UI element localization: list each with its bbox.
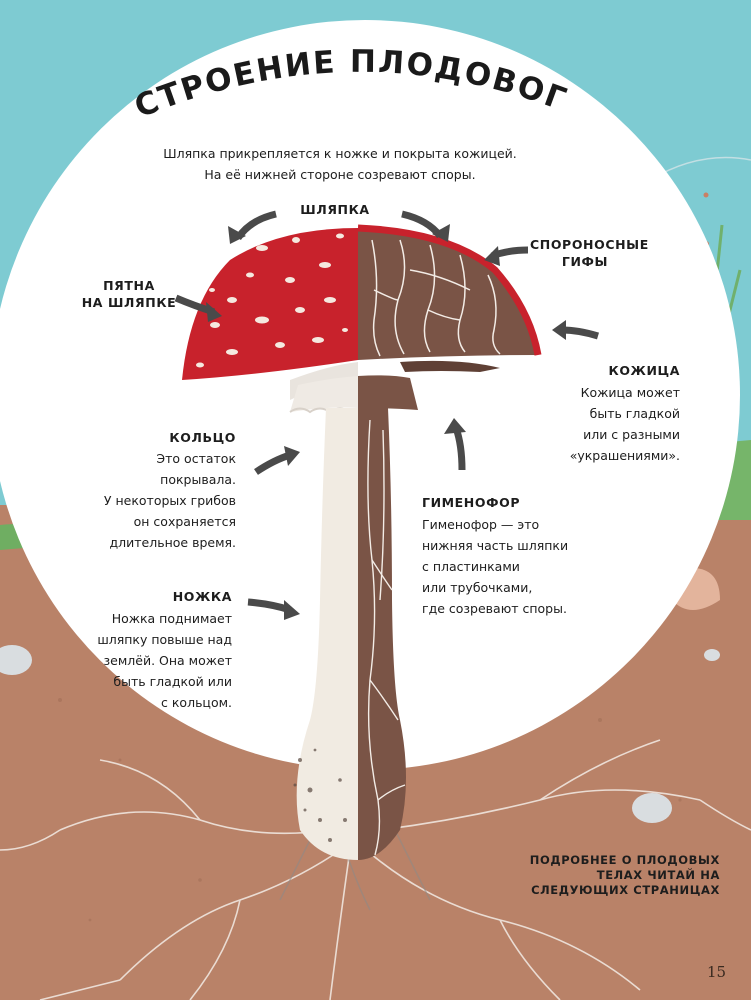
label-cap: Шляпка: [300, 202, 370, 217]
note-line: Подробнее о плодовых: [529, 853, 720, 867]
label-skin-title: Кожица: [608, 363, 680, 378]
label-hymenophore-line: с пластинками: [422, 559, 520, 574]
page-title: СТРОЕНИЕ ПЛОДОВОГО ТЕЛА: [0, 0, 572, 125]
label-ring-title: Кольцо: [169, 430, 236, 445]
further-reading-note: Подробнее о плодовых телах читай на след…: [480, 853, 720, 898]
label-ring-line: Это остаток: [156, 451, 236, 466]
page-number: 15: [707, 963, 727, 981]
label-stem-line: шляпку повыше над: [97, 632, 232, 647]
arrow-spots-icon: [174, 294, 222, 322]
label-hyphae: Спороносные гифы: [530, 236, 649, 270]
note-line: следующих страницах: [531, 883, 720, 897]
label-spots: Пятна на шляпке: [74, 277, 184, 311]
label-stem-line: землёй. Она может: [103, 653, 232, 668]
label-hymenophore-line: нижняя часть шляпки: [422, 538, 569, 553]
note-line: телах читай на: [596, 868, 720, 882]
arrow-ring-icon: [254, 446, 300, 475]
arrow-stem-icon: [247, 598, 300, 620]
label-stem: Ножка Ножка поднимает шляпку повыше над …: [94, 588, 232, 713]
label-stem-line: с кольцом.: [161, 695, 232, 710]
label-skin-line: «украшениями».: [569, 448, 680, 463]
ring-right: [358, 375, 418, 410]
volva: [293, 748, 347, 842]
arrow-hyphae-icon: [484, 246, 529, 266]
label-hymenophore-line: Гименофор — это: [422, 517, 540, 532]
label-hyphae-line: гифы: [561, 254, 609, 269]
label-hymenophore: Гименофор Гименофор — это нижняя часть ш…: [422, 494, 592, 619]
label-ring-line: он сохраняется: [133, 514, 236, 529]
label-skin-line: Кожица может: [580, 385, 680, 400]
label-skin: Кожица Кожица может быть гладкой или с р…: [540, 362, 680, 466]
intro-text: Шляпка прикрепляется к ножке и покрыта к…: [150, 143, 530, 185]
label-hymenophore-line: или трубочками,: [422, 580, 533, 595]
pebble: [704, 649, 720, 661]
svg-text:СТРОЕНИЕ ПЛОДОВОГО ТЕЛА: СТРОЕНИЕ ПЛОДОВОГО ТЕЛА: [0, 0, 572, 125]
label-ring-line: У некоторых грибов: [103, 493, 236, 508]
page-title-text: СТРОЕНИЕ ПЛОДОВОГО ТЕЛА: [0, 0, 570, 125]
hyphae-lines: [371, 239, 501, 357]
label-spots-line: на шляпке: [81, 295, 177, 310]
intro-line: На её нижней стороне созревают споры.: [204, 167, 476, 182]
label-stem-title: Ножка: [172, 589, 232, 604]
label-stem-line: быть гладкой или: [113, 674, 232, 689]
arrows: [174, 210, 600, 620]
intro-line: Шляпка прикрепляется к ножке и покрыта к…: [163, 146, 517, 161]
label-hymenophore-line: где созревают споры.: [422, 601, 567, 616]
ring-left: [290, 376, 358, 412]
label-spots-line: Пятна: [103, 278, 155, 293]
arrow-skin-icon: [552, 320, 600, 340]
cap-spots: [196, 233, 348, 368]
label-hymenophore-title: Гименофор: [422, 495, 521, 510]
arrow-hymenophore-icon: [444, 418, 466, 471]
label-ring-line: длительное время.: [109, 535, 236, 550]
label-skin-line: или с разными: [583, 427, 680, 442]
label-stem-line: Ножка поднимает: [111, 611, 232, 626]
cap-right-section: [358, 228, 538, 360]
label-skin-line: быть гладкой: [589, 406, 680, 421]
pebble: [0, 645, 32, 675]
label-hyphae-line: Спороносные: [530, 237, 649, 252]
label-ring-line: покрывала.: [160, 472, 236, 487]
pebble: [632, 793, 672, 823]
mycelium: [0, 739, 751, 1000]
arrow-cap-left-icon: [228, 210, 277, 244]
label-ring: Кольцо Это остаток покрывала. У некоторы…: [100, 429, 236, 553]
stem-left: [296, 408, 358, 860]
arrow-cap-right-icon: [401, 210, 450, 242]
